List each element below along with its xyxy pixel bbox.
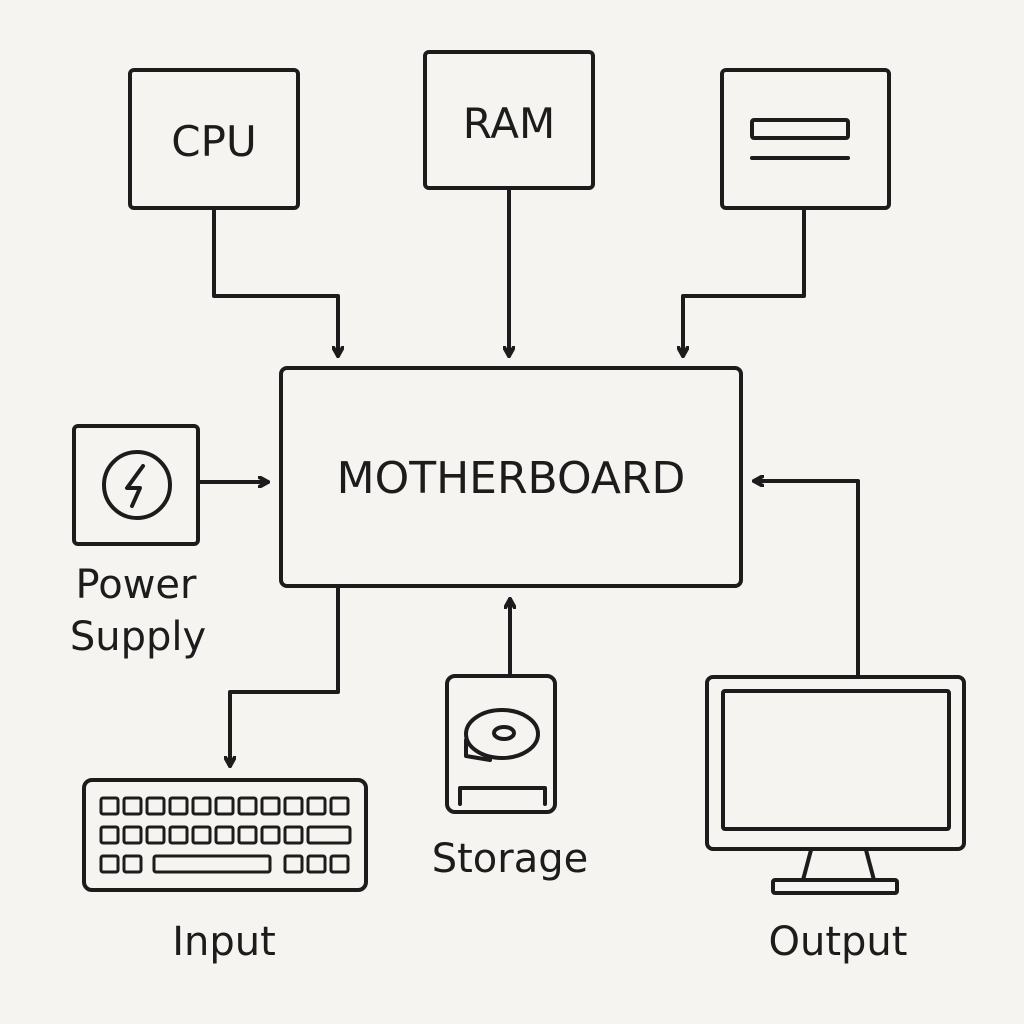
expansion-card-node [720, 68, 891, 210]
motherboard-box [279, 366, 743, 588]
keyboard-key [99, 825, 120, 845]
keyboard-key [329, 796, 350, 816]
keyboard-key [283, 825, 304, 845]
keyboard-key [145, 825, 166, 845]
ram-node: RAM [423, 50, 595, 190]
keyboard-key [306, 796, 327, 816]
keyboard-key [191, 825, 212, 845]
power-supply-label-line1: Power [76, 562, 197, 608]
keyboard-key [99, 854, 120, 874]
storage-label: Storage [432, 836, 589, 882]
monitor-stand [771, 878, 899, 895]
keyboard-key [329, 854, 350, 874]
power-supply-label-line2: Supply [70, 614, 206, 660]
monitor-icon [705, 675, 966, 895]
keyboard-key [122, 796, 143, 816]
keyboard-key [260, 825, 281, 845]
keyboard-key [237, 825, 258, 845]
keyboard-key [306, 854, 327, 874]
input-label: Input [172, 919, 276, 965]
lightning-bolt-icon [102, 450, 172, 520]
storage-node: Storage [432, 674, 589, 882]
keyboard-icon [82, 778, 368, 892]
keyboard-key [122, 854, 143, 874]
edge-expansion-card-to-motherboard [683, 206, 806, 358]
output-node: Output [705, 675, 966, 965]
cpu-node: CPU [128, 68, 300, 210]
power-supply-box [72, 424, 200, 546]
keyboard-keys [99, 796, 352, 874]
keyboard-key [168, 825, 189, 845]
keyboard-body [82, 778, 368, 892]
keyboard-key [214, 796, 235, 816]
keyboard-key [152, 854, 272, 874]
output-label: Output [769, 919, 908, 965]
input-node: Input [82, 778, 368, 965]
keyboard-key [306, 825, 352, 845]
keyboard-key [260, 796, 281, 816]
edge-cpu-to-motherboard [212, 206, 338, 358]
keyboard-key [168, 796, 189, 816]
motherboard-node: MOTHERBOARD [279, 366, 743, 588]
power-supply-node: Power Supply [70, 424, 206, 660]
hard-drive-icon [445, 674, 557, 814]
keyboard-key [122, 825, 143, 845]
keyboard-key [283, 854, 304, 874]
monitor-screen [721, 689, 951, 831]
hard-drive-body [445, 674, 557, 814]
edge-motherboard-to-input [230, 584, 340, 768]
keyboard-key [99, 796, 120, 816]
keyboard-key [191, 796, 212, 816]
cpu-label: CPU [171, 117, 256, 166]
keyboard-key [283, 796, 304, 816]
monitor-frame [705, 675, 966, 851]
keyboard-key [237, 796, 258, 816]
keyboard-key [214, 825, 235, 845]
edge-output-to-motherboard [752, 481, 860, 679]
expansion-card-icon [750, 118, 850, 160]
motherboard-label: MOTHERBOARD [337, 453, 686, 504]
keyboard-key [145, 796, 166, 816]
ram-label: RAM [463, 99, 555, 148]
